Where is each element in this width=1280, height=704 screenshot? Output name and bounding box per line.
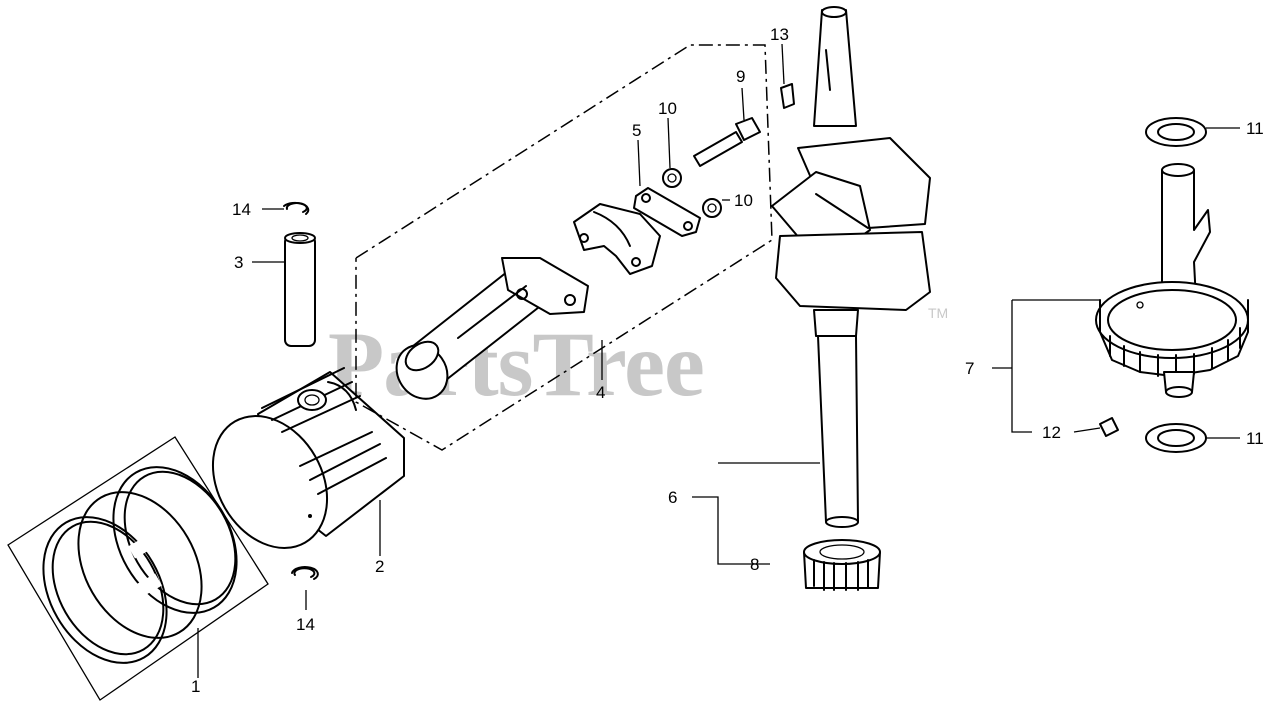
crankshaft[interactable] [771, 6, 931, 528]
callout-2[interactable]: 2 [375, 557, 384, 576]
callout-9[interactable]: 9 [736, 67, 745, 86]
cam-washer-upper[interactable] [1145, 117, 1207, 147]
callout-10-lower[interactable]: 10 [734, 191, 753, 210]
cam-pin[interactable] [1099, 417, 1119, 437]
callout-11-lower[interactable]: 11 [1246, 429, 1264, 448]
callout-5[interactable]: 5 [632, 121, 641, 140]
camshaft[interactable] [1095, 163, 1249, 398]
callout-14-lower[interactable]: 14 [296, 615, 315, 634]
pin-clip-upper[interactable] [283, 201, 310, 215]
woodruff-key[interactable] [780, 83, 795, 109]
rod-nut-lower[interactable] [702, 198, 722, 218]
lock-plate[interactable] [633, 187, 701, 237]
piston-ring-set[interactable] [7, 436, 269, 701]
callout-12[interactable]: 12 [1042, 423, 1061, 442]
callout-7[interactable]: 7 [965, 359, 974, 378]
leader-lines [197, 43, 1240, 678]
piston-pin[interactable] [284, 232, 316, 347]
callout-10-upper[interactable]: 10 [658, 99, 677, 118]
callout-8[interactable]: 8 [750, 555, 759, 574]
callout-3[interactable]: 3 [234, 253, 243, 272]
rod-cap[interactable] [573, 203, 661, 275]
callout-6[interactable]: 6 [668, 488, 677, 507]
rod-bolt[interactable] [693, 117, 761, 167]
callout-11-upper[interactable]: 11 [1246, 119, 1264, 138]
pin-clip-lower[interactable] [291, 566, 319, 580]
watermark: PartsTree TM [328, 305, 948, 415]
connecting-rod-assembly-frame [355, 44, 773, 451]
crank-gear[interactable] [803, 539, 881, 591]
cam-washer-lower[interactable] [1145, 423, 1207, 453]
callout-14-upper[interactable]: 14 [232, 200, 251, 219]
callout-4[interactable]: 4 [596, 383, 605, 402]
rod-nut-upper[interactable] [662, 168, 682, 188]
connecting-rod[interactable] [386, 257, 589, 409]
watermark-trademark: TM [928, 305, 948, 321]
piston[interactable] [190, 367, 405, 569]
callout-1[interactable]: 1 [191, 677, 200, 696]
callout-13[interactable]: 13 [770, 25, 789, 44]
watermark-brand: PartsTree [328, 313, 704, 415]
callouts: 1 2 3 4 5 6 7 8 9 10 10 11 11 12 13 14 1… [191, 25, 1264, 696]
